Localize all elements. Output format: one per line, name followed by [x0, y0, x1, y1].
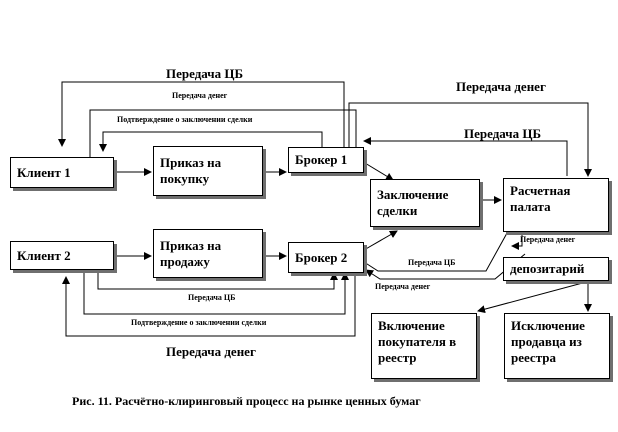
line-top-securities-return [58, 81, 345, 148]
exclude-seller-box: Исключение продавца из реестра [504, 313, 610, 379]
label-top-securities: Передача ЦБ [166, 66, 244, 81]
label-clearing-money: Передача денег [520, 235, 576, 244]
figure-caption: Рис. 11. Расчётно-клиринговый процесс на… [72, 394, 421, 408]
clearing-house-box: Расчетная палата [503, 178, 609, 232]
broker2-box: Брокер 2 [288, 242, 364, 273]
arrow-broker2-to-deal [363, 230, 398, 251]
label-broker2-money: Передача денег [375, 282, 431, 291]
line-bottom-securities [97, 265, 338, 290]
label-top-confirm: Подтверждение о заключении сделки [117, 115, 253, 124]
label-right-securities: Передача ЦБ [464, 126, 542, 141]
label-top-money: Передача денег [172, 91, 228, 100]
arrow-depository-to-include [477, 280, 591, 314]
arrow-broker1-to-deal [359, 159, 394, 181]
line-bottom-confirm [83, 265, 349, 315]
order-sell-box: Приказ на продажу [153, 229, 263, 278]
line-right-securities [363, 137, 568, 176]
deal-box: Заключение сделки [370, 179, 480, 227]
line-top-confirm [99, 131, 323, 152]
line-bottom-money [62, 273, 356, 337]
label-bottom-securities: Передача ЦБ [188, 293, 236, 302]
depository-box: депозитарий [503, 257, 609, 281]
client2-box: Клиент 2 [10, 241, 114, 270]
label-bottom-money: Передача денег [166, 344, 256, 359]
label-right-money: Передача денег [456, 79, 546, 94]
line-right-money [348, 102, 592, 177]
client1-box: Клиент 1 [10, 157, 114, 188]
order-buy-box: Приказ на покупку [153, 146, 263, 196]
label-broker2-securities: Передача ЦБ [408, 258, 456, 267]
broker1-box: Брокер 1 [288, 147, 364, 173]
arrow-clearing-to-depository [511, 232, 523, 250]
line-top-money [89, 109, 357, 157]
include-buyer-box: Включение покупателя в реестр [371, 313, 477, 379]
line-broker2-securities [363, 223, 513, 272]
label-bottom-confirm: Подтверждение о заключении сделки [131, 318, 267, 327]
